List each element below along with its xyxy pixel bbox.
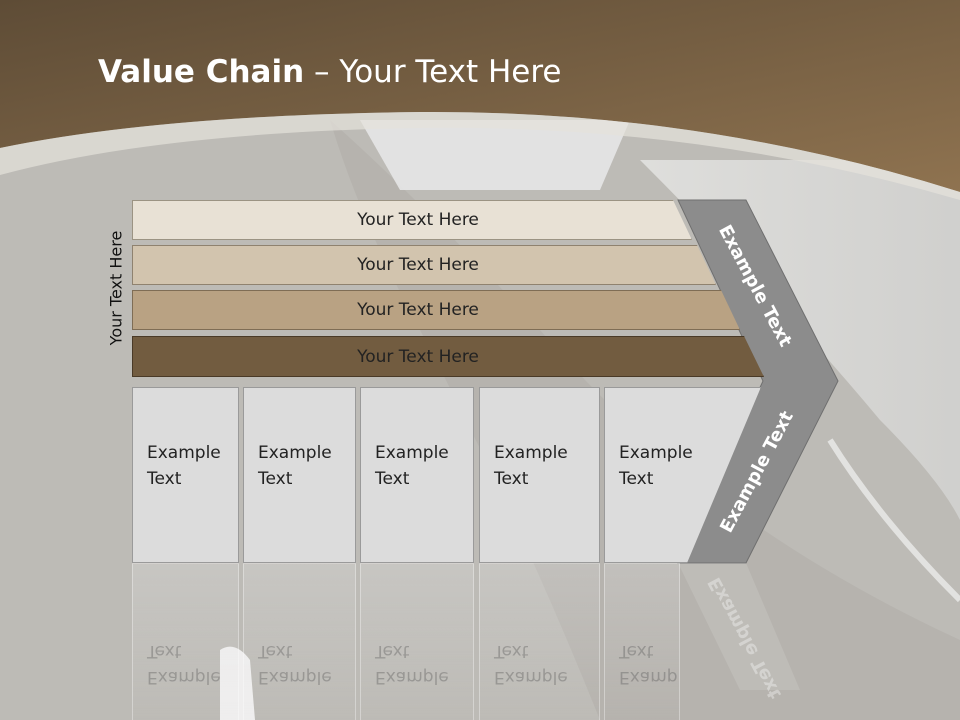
bar-label: Your Text Here	[357, 210, 479, 230]
box-label: Example Text	[619, 443, 693, 489]
support-bar-2: Your Text Here	[132, 245, 716, 285]
box-reflection-3: Example Text	[360, 563, 474, 720]
support-bar-1: Your Text Here	[132, 200, 692, 240]
title-rest: – Your Text Here	[304, 54, 562, 90]
bar-label: Your Text Here	[357, 346, 479, 367]
shore-shade	[330, 120, 960, 720]
chevron-shape	[677, 199, 839, 564]
support-bar-4: Your Text Here	[132, 336, 764, 377]
title-bold: Value Chain	[98, 54, 305, 90]
foot-shape	[220, 646, 255, 720]
wave-line	[827, 438, 960, 603]
box-reflection-1: Example Text	[132, 563, 239, 720]
box-label: Example Text	[494, 443, 568, 489]
right-panel	[640, 160, 960, 520]
side-label: Your Text Here	[106, 230, 126, 346]
header-band	[0, 0, 960, 192]
box-label: Example Text	[375, 443, 449, 489]
reflection-text: Example Text	[619, 641, 679, 687]
primary-activity-box-2: Example Text	[243, 387, 356, 563]
reflection-text: Example Text	[258, 641, 332, 687]
reflection-text: Example Text	[375, 641, 449, 687]
support-bar-3: Your Text Here	[132, 290, 740, 330]
box-reflection-2: Example Text	[243, 563, 356, 720]
reflection-text: Example Text	[147, 641, 221, 687]
bar-label: Your Text Here	[357, 300, 479, 320]
box-label: Example Text	[147, 443, 221, 489]
bar-label: Your Text Here	[357, 255, 479, 275]
chevron-reflection	[678, 563, 800, 690]
box-label: Example Text	[258, 443, 332, 489]
primary-activity-box-3: Example Text	[360, 387, 474, 563]
box-reflection-5: Example Text	[604, 563, 680, 720]
box-reflection-4: Example Text	[479, 563, 600, 720]
primary-activity-box-4: Example Text	[479, 387, 600, 563]
slide-title: Value Chain – Your Text Here	[98, 54, 561, 90]
header-swoosh	[0, 111, 960, 200]
reflection-text: Example Text	[494, 641, 568, 687]
primary-activity-box-1: Example Text	[132, 387, 239, 563]
cloth-shape	[360, 120, 630, 190]
